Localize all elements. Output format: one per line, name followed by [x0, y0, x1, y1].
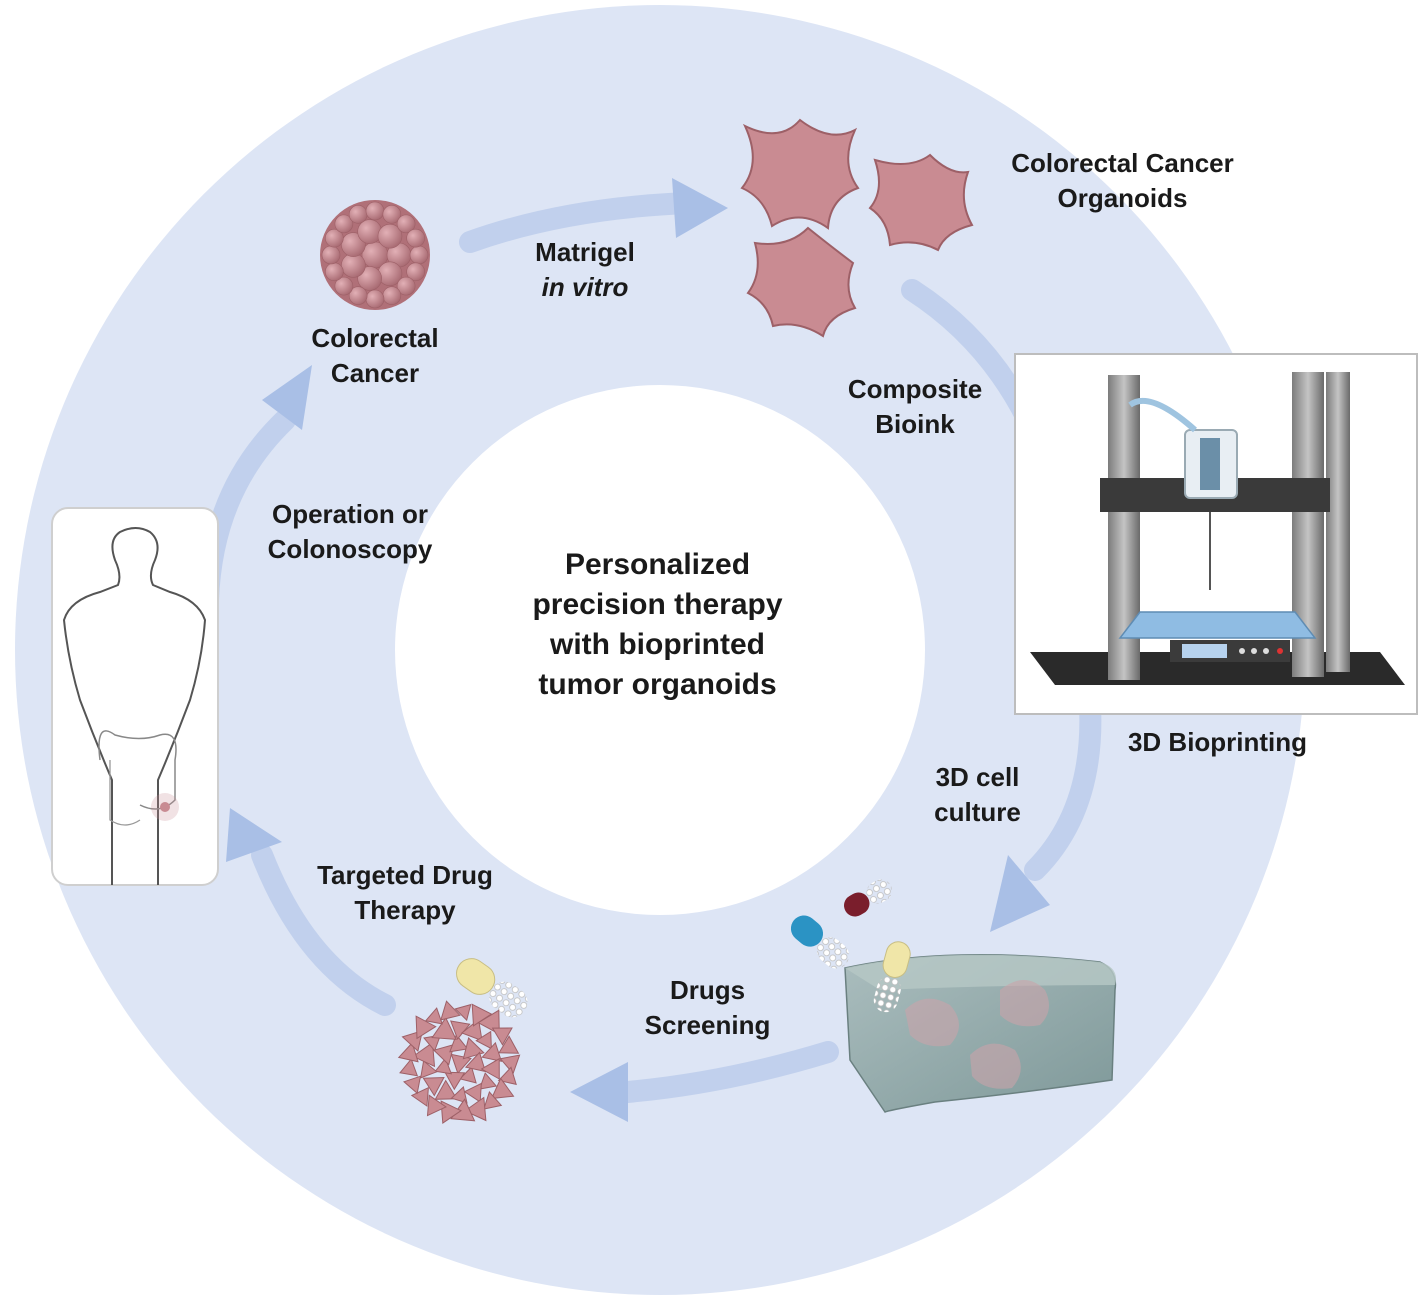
- tumor-fragment: [491, 1027, 513, 1046]
- center-title-line: tumor organoids: [538, 668, 777, 701]
- tumor-sphere-icon: [320, 200, 430, 310]
- tumor-cell: [325, 262, 344, 282]
- tumor-fragment: [410, 1086, 429, 1107]
- label-composite-bioink: Composite Bioink: [847, 374, 983, 439]
- center-title-line: Personalized: [564, 548, 751, 581]
- label-operation-colonoscopy: Operation or Colonoscopy: [267, 499, 433, 564]
- organoid-1: [740, 118, 860, 230]
- tumor-cell: [334, 276, 354, 296]
- tumor-fragment: [499, 1054, 521, 1075]
- tumor-fragment: [475, 1030, 492, 1050]
- tumor-fragment: [434, 1057, 453, 1075]
- tumor-fragment: [450, 1086, 468, 1104]
- capsule-red: [844, 879, 892, 917]
- tumor-cell: [365, 289, 385, 309]
- arrow-head-therapy: [570, 1062, 628, 1122]
- center-title-line: precision therapy: [532, 588, 783, 621]
- embedded-organoid-3: [970, 1043, 1021, 1089]
- tumor-cell: [357, 266, 382, 291]
- human-body-icon: [51, 507, 219, 886]
- tumor-cell: [348, 286, 368, 305]
- tumor-cell: [334, 214, 354, 234]
- tumor-cell: [377, 223, 403, 249]
- tumor-fragment: [481, 1041, 503, 1062]
- organoid-3: [746, 226, 857, 338]
- arrow-head-cancer: [262, 365, 312, 430]
- tumor-fragment: [422, 1076, 445, 1097]
- embedded-organoid-2: [1000, 980, 1049, 1027]
- tumor-fragment: [450, 1053, 472, 1075]
- tumor-fragment: [454, 1003, 472, 1022]
- tumor-fragment: [480, 1057, 500, 1080]
- capsule-yellow-therapy: [456, 958, 528, 1018]
- center-title: Personalized precision therapy with biopri…: [470, 545, 845, 705]
- label-drugs-screening: Drugs Screening: [644, 975, 771, 1040]
- label-organoids: Colorectal Cancer Organoids: [1011, 148, 1234, 213]
- tumor-fragment: [464, 1051, 487, 1073]
- label-targeted-drug-therapy: Targeted Drug Therapy: [317, 860, 493, 925]
- arrow-to-culture: [1024, 694, 1102, 881]
- tumor-cell: [357, 219, 382, 244]
- arrow-head-patient: [226, 808, 282, 862]
- tumor-fragment: [444, 1071, 466, 1091]
- tumor-cell: [382, 205, 402, 224]
- tumor-fragment: [403, 1075, 422, 1095]
- organoid-2: [868, 153, 974, 252]
- tumor-fragment: [490, 1077, 515, 1100]
- hydrogel-block-icon: [844, 954, 1117, 1113]
- arrow-to-organoids: [459, 192, 699, 253]
- tumor-cell: [341, 253, 366, 278]
- tumor-fragment: [464, 1096, 487, 1122]
- tumor-fragment: [478, 1072, 498, 1090]
- organoid-icon: [740, 118, 974, 338]
- tumor-cell: [365, 201, 385, 221]
- arrow-to-patient: [251, 844, 396, 1016]
- tumor-cell: [396, 276, 416, 296]
- tumor-fragment: [423, 1034, 442, 1052]
- tumor-fragment: [426, 1094, 447, 1117]
- tumor-fragment: [440, 1000, 461, 1021]
- tumor-fragment: [459, 1066, 477, 1084]
- tumor-cell: [396, 214, 416, 234]
- tumor-fragment: [432, 1043, 455, 1066]
- tumor-fragment: [420, 1059, 438, 1079]
- tumor-cell: [409, 245, 429, 265]
- label-3d-cell-culture: 3D cell culture: [934, 762, 1021, 827]
- arrow-head-organoids: [672, 178, 728, 238]
- tumor-cell: [341, 232, 366, 257]
- tumor-fragment: [431, 1016, 457, 1040]
- tumor-fragment: [434, 1079, 458, 1100]
- bioprinter-icon: [1014, 353, 1418, 715]
- tumor-fragment: [497, 1066, 517, 1086]
- tumor-cell: [325, 228, 344, 248]
- tumor-fragment: [449, 1033, 469, 1053]
- tumor-fragment: [460, 1018, 483, 1042]
- capsule-blue: [790, 915, 850, 969]
- tumor-fragment: [463, 1082, 482, 1103]
- tumor-cell: [348, 205, 368, 224]
- tumor-cell: [406, 228, 425, 248]
- tumor-fragment: [399, 1058, 419, 1077]
- capsule-icon: [456, 879, 911, 1018]
- tumor-fragment: [412, 1041, 436, 1068]
- arrow-to-therapy: [604, 1041, 839, 1104]
- tumor-cell: [382, 286, 402, 305]
- capsule-yellow-gel: [873, 941, 911, 1013]
- tumor-cell: [321, 245, 341, 265]
- fragmented-tumor-icon: [397, 1000, 521, 1124]
- tumor-fragment: [498, 1035, 520, 1054]
- center-title-line: with bioprinted: [550, 628, 765, 661]
- tumor-fragment: [483, 1091, 503, 1110]
- label-matrigel: Matrigel in vitro: [535, 237, 635, 302]
- label-colorectal-cancer: Colorectal Cancer: [311, 323, 439, 388]
- tumor-fragment: [415, 1015, 437, 1040]
- label-3d-bioprinting: 3D Bioprinting: [1127, 727, 1308, 757]
- tumor-fragment: [424, 1007, 443, 1025]
- tumor-fragment: [397, 1041, 419, 1063]
- tumor-cell: [406, 262, 425, 282]
- arrow-head-culture: [990, 855, 1050, 932]
- embedded-organoid-1: [905, 998, 959, 1047]
